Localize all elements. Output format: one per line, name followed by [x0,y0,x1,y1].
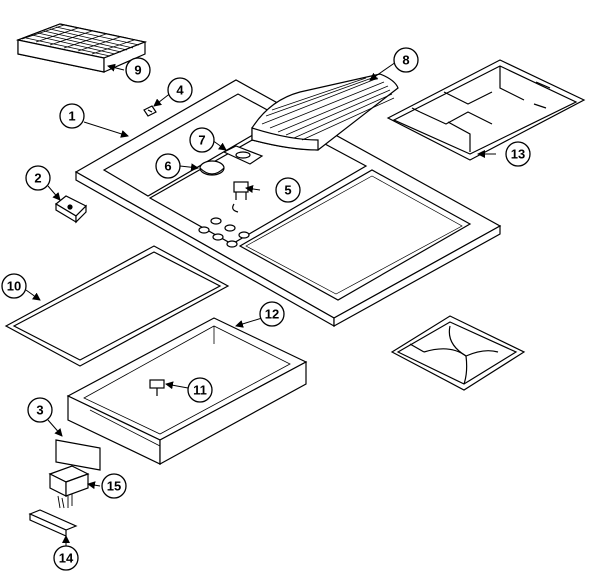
callout-11: 11 [187,377,213,403]
callout-5: 5 [275,177,301,203]
callout-label: 7 [198,133,205,148]
callout-8: 8 [393,47,419,73]
callout-15: 15 [101,473,127,499]
part-9-grille [15,23,148,73]
callout-label: 15 [107,479,121,494]
callout-7: 7 [189,127,215,153]
part-3-plate [55,439,101,471]
part-5-igniter [232,181,249,213]
callout-4: 4 [167,77,193,103]
part-4-clip [143,105,157,117]
part-15-module [48,465,90,509]
callout-label: 6 [164,159,171,174]
callout-2: 2 [25,165,51,191]
callout-label: 3 [36,403,43,418]
part-7-valve [222,145,264,165]
callout-label: 12 [265,307,279,322]
part-13-grate [386,59,586,161]
callout-3: 3 [27,397,53,423]
callout-13: 13 [505,141,531,167]
callout-label: 13 [511,147,525,162]
part-2-switch [54,195,88,224]
part-14-bracket [28,509,78,537]
part-12-pan [66,317,308,466]
grate-alt-view [390,315,526,391]
callout-6: 6 [155,153,181,179]
callout-label: 4 [176,83,184,98]
callout-label: 14 [59,551,74,566]
part-6-knob [199,160,225,176]
callout-label: 8 [402,53,409,68]
callout-9: 9 [125,57,151,83]
callout-label: 10 [7,279,21,294]
callout-label: 5 [284,183,291,198]
callout-10: 10 [1,273,27,299]
leader-lines [25,61,496,548]
callout-label: 11 [193,383,207,398]
callout-12: 12 [259,301,285,327]
callout-1: 1 [59,103,85,129]
callout-14: 14 [53,545,79,571]
part-10-gasket [4,245,230,367]
part-8-vent [251,73,399,151]
part-11-fitting [149,379,165,396]
callout-label: 1 [68,109,75,124]
callout-label: 9 [134,63,141,78]
callout-label: 2 [34,171,41,186]
